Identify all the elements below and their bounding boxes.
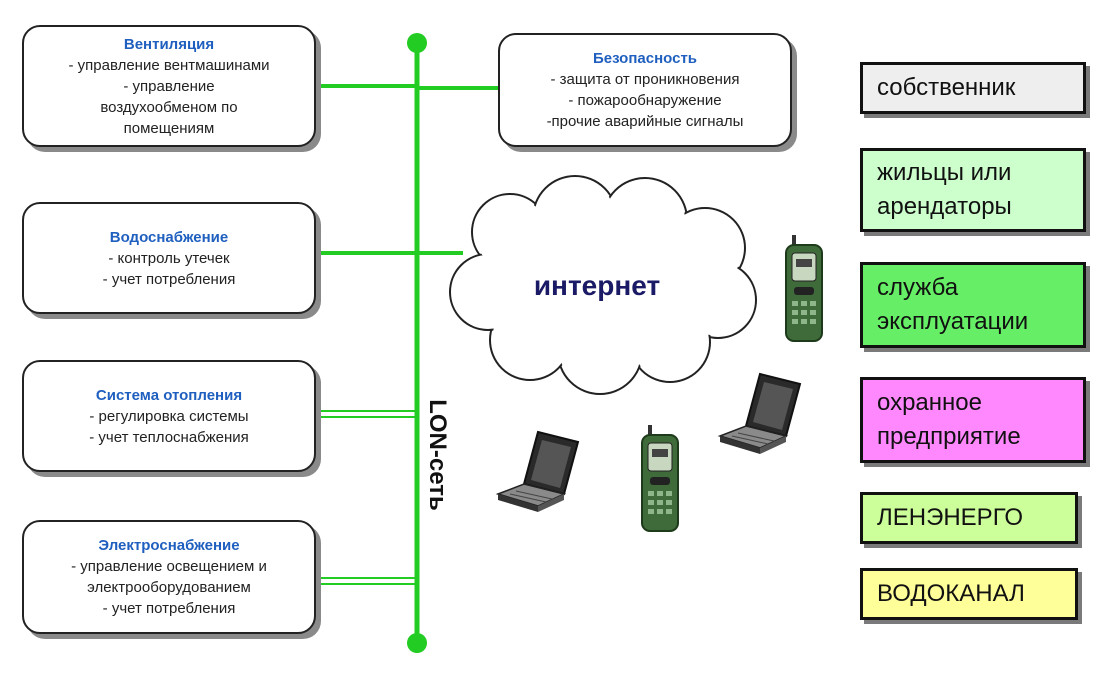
water-supply-item: - учет потребления [102, 270, 236, 288]
user-label: служба [877, 274, 959, 301]
security-box: Безопасность - защита от проникновения -… [498, 33, 792, 147]
user-label: ЛЕНЭНЕРГО [877, 504, 1024, 531]
power-supply-box: Электроснабжение - управление освещением… [22, 520, 316, 634]
water-supply-box: Водоснабжение - контроль утечек - учет п… [22, 202, 316, 314]
power-supply-item: электрооборудованием [87, 579, 251, 596]
user-box-vodokanal: ВОДОКАНАЛ [860, 568, 1078, 620]
security-title: Безопасность [592, 50, 698, 67]
user-label: арендаторы [877, 193, 1012, 220]
internet-label: интернет [533, 270, 661, 301]
mobile-phone-icon [785, 234, 823, 342]
user-box-maintenance: служба эксплуатации [860, 262, 1086, 348]
heating-item: - учет теплоснабжения [89, 428, 249, 446]
ventilation-item: - управление вентмашинами [68, 56, 270, 74]
user-label: эксплуатации [877, 308, 1029, 335]
user-label: жильцы или [877, 159, 1012, 186]
security-item: - пожарообнаружение [568, 92, 722, 109]
ventilation-title: Вентиляция [123, 35, 215, 53]
heating-item: - регулировка системы [89, 407, 249, 425]
security-item: - защита от проникновения [550, 71, 740, 88]
heating-box: Система отопления - регулировка системы … [22, 360, 316, 472]
power-supply-item: - управление освещением и [71, 558, 267, 575]
user-box-security-company: охранное предприятие [860, 377, 1086, 463]
user-label: предприятие [877, 423, 1021, 450]
ventilation-item: помещениям [123, 119, 215, 137]
user-box-lenenergo: ЛЕНЭНЕРГО [860, 492, 1078, 544]
bus-bottom-node [407, 633, 427, 653]
ventilation-item: воздухообменом по [100, 98, 238, 116]
power-supply-title: Электроснабжение [98, 537, 240, 554]
user-label: охранное [877, 389, 982, 416]
power-connector [316, 577, 417, 585]
laptop-icon [497, 431, 579, 513]
user-label: ВОДОКАНАЛ [877, 580, 1025, 607]
lon-network-label: LON-сеть [424, 399, 451, 511]
power-supply-item: - учет потребления [102, 600, 236, 617]
laptop-icon [719, 373, 801, 455]
ventilation-item: - управление [123, 77, 215, 95]
water-supply-title: Водоснабжение [109, 228, 229, 246]
heating-title: Система отопления [95, 386, 243, 404]
water-supply-item: - контроль утечек [108, 249, 230, 267]
user-label: собственник [877, 74, 1016, 101]
user-box-tenants: жильцы или арендаторы [860, 148, 1086, 232]
heating-connector [316, 410, 417, 418]
user-box-owner: собственник [860, 62, 1086, 114]
security-item: -прочие аварийные сигналы [546, 113, 744, 130]
bus-top-node [407, 33, 427, 53]
ventilation-box: Вентиляция - управление вентмашинами - у… [22, 25, 316, 147]
mobile-phone-icon [641, 424, 679, 532]
